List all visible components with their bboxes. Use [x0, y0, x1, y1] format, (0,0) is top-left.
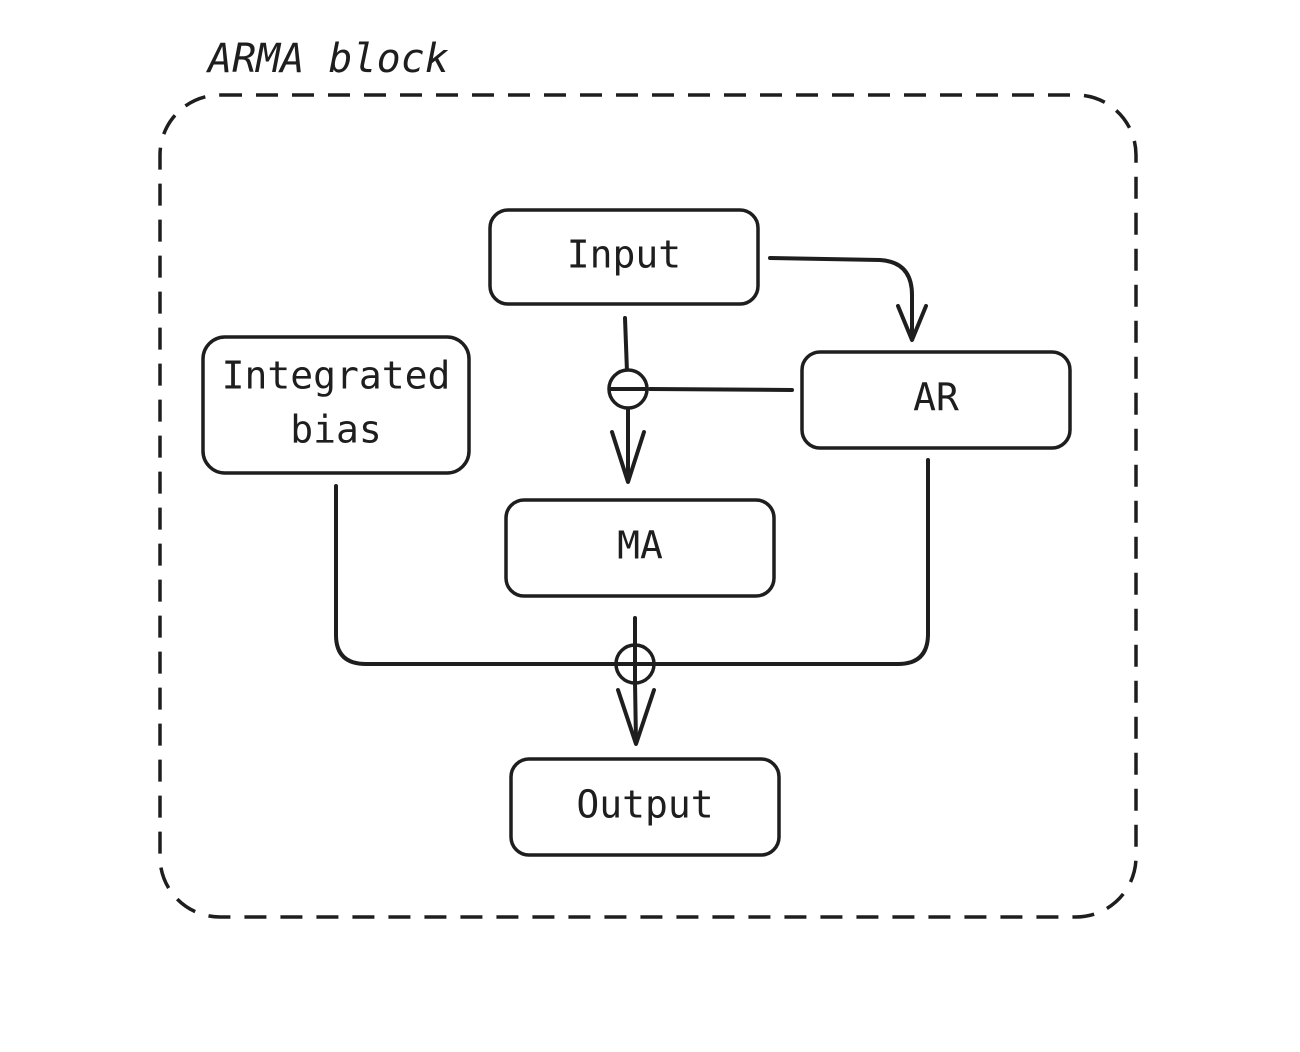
node-integrated-bias-label-line2: bias: [290, 408, 382, 452]
node-input: Input: [488, 208, 760, 306]
node-output: Output: [509, 757, 781, 857]
edge-input-to-ar: [768, 256, 914, 340]
subtract-operator-icon: [607, 368, 649, 410]
add-operator-icon: [614, 643, 656, 685]
node-integrated-bias-box: [201, 335, 471, 475]
edge-input-to-subtract: [623, 316, 629, 374]
node-ma-label: MA: [617, 524, 663, 568]
node-output-box: [509, 757, 781, 857]
node-ma: MA: [504, 498, 776, 598]
node-input-box: [488, 208, 760, 306]
node-ar-box: [800, 350, 1072, 450]
node-input-label: Input: [567, 233, 681, 277]
node-ar-label: AR: [913, 376, 959, 420]
edge-add-to-output: [633, 680, 638, 744]
edge-add-to-output-arrowhead: [616, 688, 656, 746]
node-ar: AR: [800, 350, 1072, 450]
node-integrated-bias-label-line1: Integrated: [222, 354, 451, 398]
node-ma-box: [504, 498, 776, 598]
edge-ar-to-subtract: [648, 387, 794, 392]
edge-subtract-to-ma-arrowhead: [610, 430, 646, 484]
edge-bias-to-add: [334, 484, 618, 666]
node-integrated-bias: Integrated bias: [201, 335, 471, 475]
diagram-title: ARMA block: [205, 36, 449, 82]
edge-ar-to-add: [654, 458, 930, 666]
edge-input-to-ar-arrowhead: [896, 304, 928, 342]
arma-block-frame: [158, 93, 1138, 919]
node-output-label: Output: [576, 783, 713, 827]
